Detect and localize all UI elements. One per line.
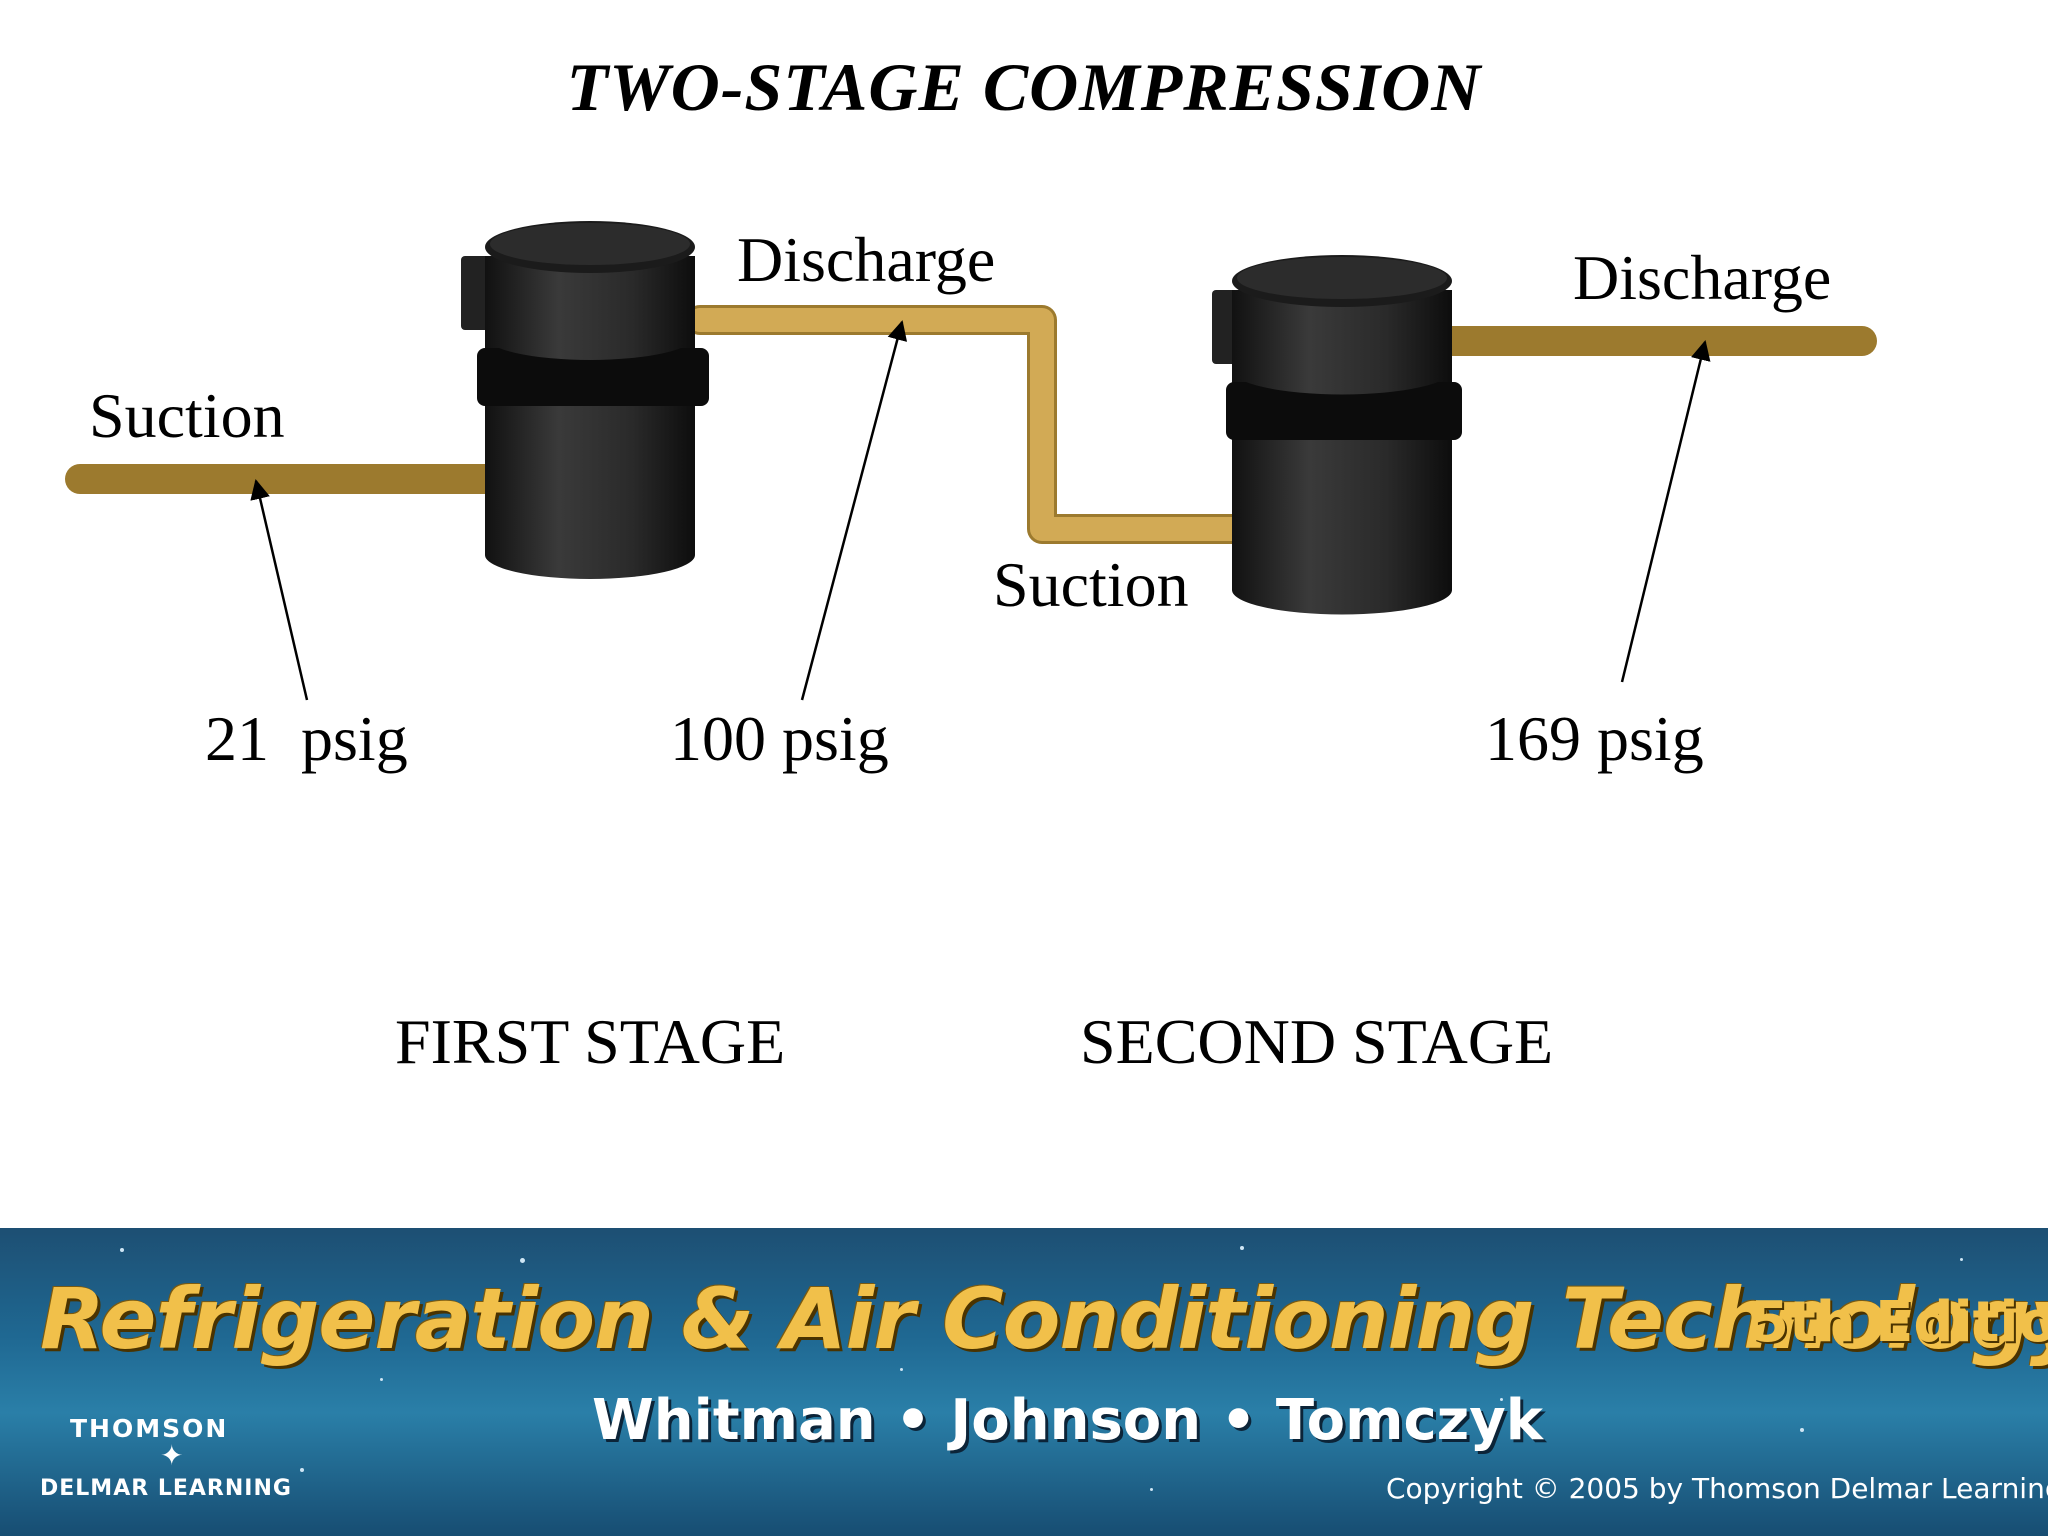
footer-banner: Refrigeration & Air Conditioning Technol… bbox=[0, 1228, 2048, 1536]
discharge-label-1: Discharge bbox=[737, 224, 996, 295]
first-stage-label: FIRST STAGE bbox=[395, 1006, 786, 1077]
leader-21-psig bbox=[250, 479, 309, 701]
leader-lines bbox=[250, 320, 1711, 701]
copyright: Copyright © 2005 by Thomson Delmar Learn… bbox=[1386, 1472, 2048, 1505]
leader-100-psig bbox=[800, 320, 908, 701]
authors: Whitman • Johnson • Tomczyk bbox=[592, 1388, 1544, 1453]
interstage-pipe bbox=[685, 305, 1265, 544]
suction-label-2: Suction bbox=[993, 549, 1189, 620]
compressor-2 bbox=[1212, 255, 1462, 615]
pressure-label-169: 169 psig bbox=[1485, 703, 1704, 774]
publisher-name: THOMSON bbox=[70, 1414, 229, 1443]
compressor-1 bbox=[461, 221, 709, 579]
discharge-label-2: Discharge bbox=[1573, 242, 1832, 313]
leader-169-psig bbox=[1620, 340, 1711, 683]
star-icon: ✦ bbox=[160, 1439, 184, 1472]
pipes bbox=[65, 305, 1877, 544]
suction-label-1: Suction bbox=[89, 380, 285, 451]
publisher-imprint: DELMAR LEARNING bbox=[40, 1476, 292, 1501]
pressure-label-100: 100 psig bbox=[670, 703, 889, 774]
diagram-title: TWO-STAGE COMPRESSION bbox=[566, 49, 1482, 125]
pressure-label-21: 21 psig bbox=[205, 703, 408, 774]
book-title: Refrigeration & Air Conditioning Technol… bbox=[40, 1270, 2048, 1368]
two-stage-diagram bbox=[65, 221, 1877, 701]
edition-label: 5th Edition bbox=[1750, 1290, 2048, 1355]
second-stage-label: SECOND STAGE bbox=[1080, 1006, 1554, 1077]
